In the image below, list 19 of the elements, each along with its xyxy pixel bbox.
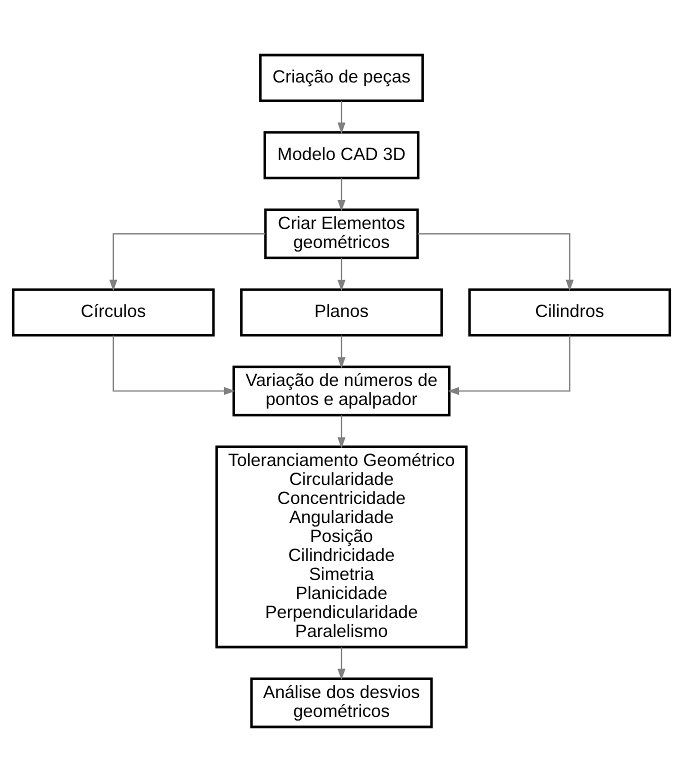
arrow bbox=[418, 232, 574, 291]
arrow bbox=[109, 232, 266, 291]
node-box: Toleranciamento Geométrico Circularidade Concentricidade Angularidade Posição Cilindricidade Simetria Planicidade Perpendicularidade Paralelismo bbox=[215, 445, 468, 648]
node-box: Cilindros bbox=[468, 288, 672, 336]
node-box: Círculos bbox=[12, 288, 215, 336]
node-box: Análise dos desvios geométricos bbox=[250, 677, 433, 728]
arrow bbox=[338, 178, 346, 211]
arrow bbox=[338, 414, 346, 448]
arrow bbox=[338, 646, 346, 680]
arrow bbox=[338, 100, 346, 134]
arrow bbox=[448, 335, 570, 394]
node-box: Criação de peças bbox=[259, 53, 424, 102]
node-box: Criar Elementos geométricos bbox=[264, 208, 419, 259]
node-box: Modelo CAD 3D bbox=[264, 130, 420, 179]
node-box: Planos bbox=[240, 288, 443, 336]
arrow bbox=[112, 335, 236, 394]
arrow bbox=[338, 335, 346, 368]
arrow bbox=[338, 258, 346, 291]
node-box: Variação de números de pontos e apalpador bbox=[232, 365, 451, 416]
